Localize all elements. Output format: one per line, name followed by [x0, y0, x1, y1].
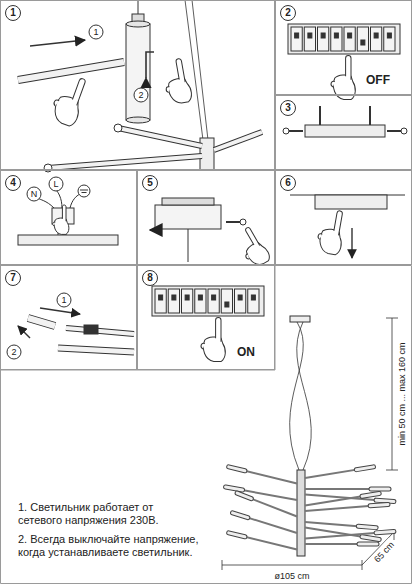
diameter-dimension: ø105 cm [273, 570, 310, 582]
step-number: 4 [5, 175, 21, 191]
step-panel: 2 [275, 0, 412, 95]
step-number: 3 [280, 100, 296, 116]
step-panel: 6 [275, 170, 412, 265]
step-panel: 5 [137, 170, 275, 265]
step-panel: 3 [275, 95, 412, 170]
step-number: 7 [5, 270, 21, 286]
step-number: 8 [142, 270, 158, 286]
note-text: 2. Всегда выключайте напряжение, когда у… [18, 533, 200, 559]
callout-number: 1 [57, 293, 72, 308]
switch-state: OFF [366, 74, 390, 86]
height-dimension: min 50 cm ... max 160 cm [396, 341, 408, 446]
step-panel: 1 [0, 0, 275, 170]
step-number: 1 [5, 5, 21, 21]
callout-number: 2 [134, 88, 149, 103]
wire-label: N [27, 187, 42, 202]
note-text: 1. Светильник работает от сетевого напря… [18, 501, 200, 527]
wire-label: L [49, 177, 64, 192]
switch-state: ON [237, 346, 255, 358]
step-panel: 4 [0, 170, 137, 265]
callout-number: 1 [89, 25, 104, 40]
notes-panel: 1. Светильник работает от сетевого напря… [0, 265, 412, 584]
step-number: 6 [280, 175, 296, 191]
step-number: 5 [142, 175, 158, 191]
step-number: 2 [280, 5, 296, 21]
callout-number: 2 [7, 345, 22, 360]
